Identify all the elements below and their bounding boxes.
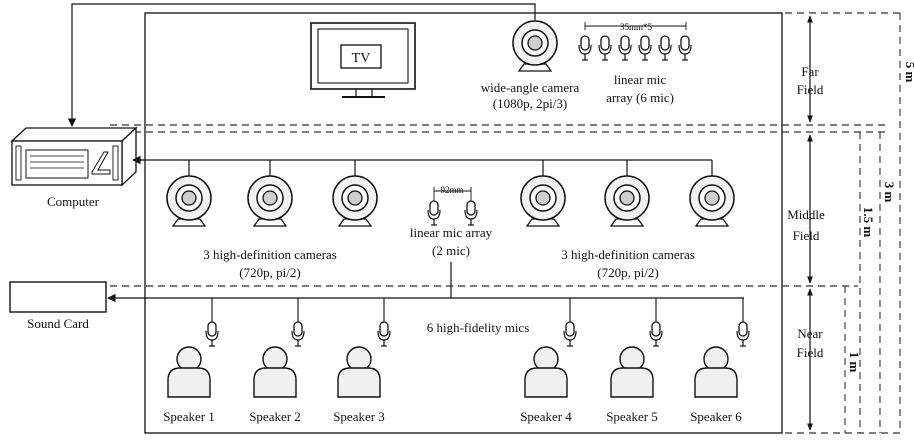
hd-camera-1	[166, 175, 212, 227]
hd-cameras-left-label-2: (720p, pi/2)	[239, 265, 300, 280]
hifi-mic-1	[205, 321, 219, 347]
speaker-3-label: Speaker 3	[333, 409, 385, 424]
far-field-label-2: Field	[797, 82, 824, 97]
near-field-label-1: Near	[797, 326, 823, 341]
speaker-1-label: Speaker 1	[163, 409, 215, 424]
far-array-mic-1	[578, 35, 592, 61]
computer-icon	[10, 126, 138, 187]
mid-array-mic-2	[464, 200, 478, 226]
far-array-mic-4	[638, 35, 652, 61]
sound-card-box	[9, 281, 107, 313]
hd-camera-4	[520, 175, 566, 227]
speaker-3-icon	[337, 346, 381, 398]
tv-monitor	[310, 22, 416, 98]
hifi-mics-label: 6 high-fidelity mics	[427, 320, 530, 335]
hifi-mic-4	[563, 321, 577, 347]
tv-label: TV	[352, 51, 371, 66]
hifi-mic-3	[377, 321, 391, 347]
mid-array-spacing: 92mm	[440, 185, 463, 195]
sound-card-label: Sound Card	[27, 316, 89, 331]
hd-cameras-left-label-1: 3 high-definition cameras	[203, 247, 337, 262]
wide-camera-spec: (1080p, 2pi/3)	[493, 96, 567, 111]
far-array-mic-5	[658, 35, 672, 61]
dimension-5m: 5 m	[903, 62, 914, 83]
computer-label: Computer	[47, 194, 100, 209]
far-array-label-1: linear mic	[614, 72, 667, 87]
far-array-mic-2	[598, 35, 612, 61]
far-array-spacing: 35mm*5	[620, 22, 653, 32]
speaker-5-label: Speaker 5	[606, 409, 658, 424]
speaker-6-label: Speaker 6	[690, 409, 742, 424]
hifi-mic-6	[736, 321, 750, 347]
speaker-5-icon	[610, 346, 654, 398]
wide-camera-label: wide-angle camera	[481, 80, 580, 95]
far-array-mic-6	[678, 35, 692, 61]
speaker-1-icon	[167, 346, 211, 398]
far-field-label-1: Far	[801, 64, 819, 79]
hd-camera-3	[332, 175, 378, 227]
hd-cameras-right-label-1: 3 high-definition cameras	[561, 247, 695, 262]
far-array-label-2: array (6 mic)	[606, 90, 674, 105]
wide-camera-cable	[67, 3, 536, 127]
middle-field-label-1: Middle	[787, 207, 825, 222]
near-field-label-2: Field	[797, 345, 824, 360]
room-boundary	[144, 12, 783, 434]
speaker-2-label: Speaker 2	[249, 409, 301, 424]
far-array-mic-3	[618, 35, 632, 61]
dimension-3m: 3 m	[882, 182, 897, 203]
speaker-6-icon	[694, 346, 738, 398]
mid-array-label-2: (2 mic)	[432, 243, 470, 258]
hd-camera-2	[247, 175, 293, 227]
hd-camera-5	[604, 175, 650, 227]
wide-angle-camera-icon	[512, 20, 558, 72]
hifi-mic-5	[649, 321, 663, 347]
mid-array-label-1: linear mic array	[410, 225, 493, 240]
mid-array-mic-1	[427, 200, 441, 226]
speaker-2-icon	[253, 346, 297, 398]
hd-camera-6	[689, 175, 735, 227]
speaker-4-icon	[524, 346, 568, 398]
hifi-mic-2	[291, 321, 305, 347]
speaker-4-label: Speaker 4	[520, 409, 572, 424]
middle-field-label-2: Field	[793, 228, 820, 243]
hd-cameras-right-label-2: (720p, pi/2)	[597, 265, 658, 280]
dimension-1.5m: 1.5 m	[861, 207, 876, 238]
dimension-1m: 1 m	[847, 352, 862, 373]
